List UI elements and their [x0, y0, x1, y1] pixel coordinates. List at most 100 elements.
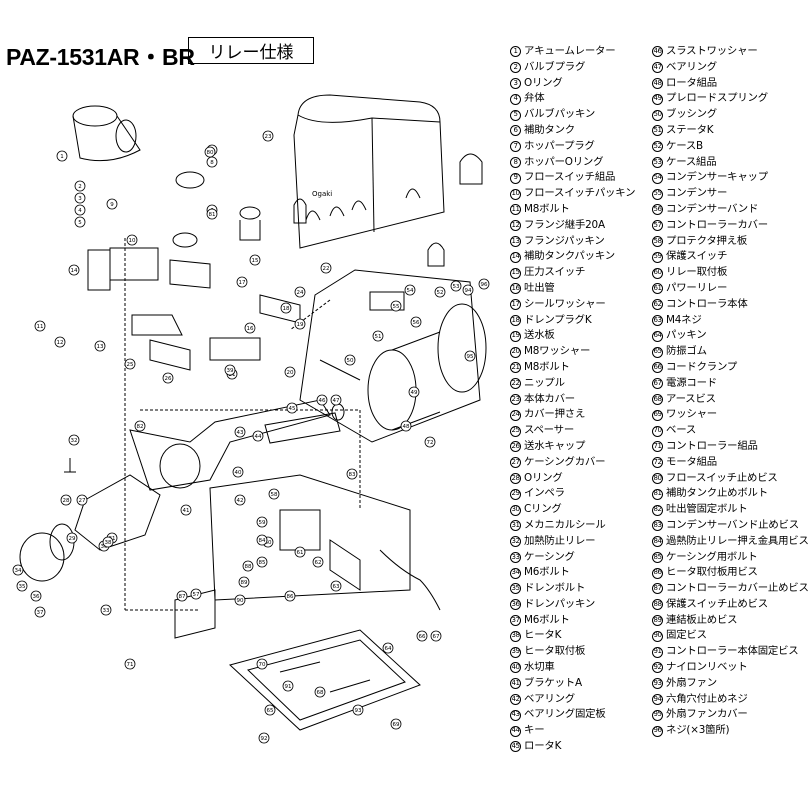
callout-marker: 53 [450, 280, 462, 292]
part-number-badge: 42 [510, 694, 521, 706]
part-name: ケーシング [524, 550, 575, 563]
part-number-badge: 19 [510, 330, 521, 342]
part-name: M8ボルト [524, 202, 570, 215]
callout-marker: 18 [280, 302, 292, 314]
callout-number: 44 [255, 434, 262, 440]
part-number-badge: 26 [510, 441, 521, 453]
part-name: メカニカルシール [524, 518, 606, 531]
part-number-badge: 7 [510, 141, 521, 153]
part-number-badge: 66 [652, 362, 663, 374]
part-name: 送水板 [524, 329, 555, 342]
callout-number: 8 [210, 160, 214, 166]
callout-number: 59 [259, 520, 266, 526]
part-name: ケーシングカバー [524, 455, 606, 468]
callout-marker: 96 [478, 278, 490, 290]
part-name: コントローラーカバー止めビス [666, 582, 808, 595]
callout-number: 53 [453, 284, 460, 290]
callout-marker: 62 [312, 556, 324, 568]
callout-number: 68 [317, 690, 324, 696]
callout-marker: 43 [234, 426, 246, 438]
part-name: M8ワッシャー [524, 345, 591, 358]
part-name: ホッパーOリング [524, 155, 604, 168]
callout-number: 92 [261, 736, 268, 742]
callout-number: 39 [227, 368, 234, 374]
part-name: モータ組品 [666, 455, 717, 468]
callout-number: 15 [252, 258, 259, 264]
callout-marker: 28 [60, 494, 72, 506]
part-number-badge: 85 [652, 551, 663, 563]
callout-marker: 17 [236, 276, 248, 288]
part-name: ニップル [524, 376, 565, 389]
callout-marker: 16 [244, 322, 256, 334]
part-number-badge: 90 [652, 630, 663, 642]
part-name: 吐出管 [524, 281, 555, 294]
callout-number: 29 [69, 536, 76, 542]
callout-number: 14 [71, 268, 78, 274]
callout-number: 3 [78, 196, 82, 202]
callout-number: 30 [101, 544, 108, 550]
callout-marker: 39 [224, 364, 236, 376]
part-name: カバー押さえ [524, 408, 586, 421]
callout-number: 57 [193, 592, 200, 598]
callout-marker: 9 [106, 198, 118, 210]
part-number-badge: 3 [510, 77, 521, 89]
callout-number: 11 [37, 324, 44, 330]
part-name: フランジパッキン [524, 234, 605, 247]
callout-number: 41 [183, 508, 190, 514]
callout-number: 33 [103, 608, 110, 614]
callout-marker: 46 [316, 394, 328, 406]
callout-number: 32 [71, 438, 78, 444]
callout-marker: 2 [74, 180, 86, 192]
callout-marker: 11 [34, 320, 46, 332]
callout-marker: 56 [410, 316, 422, 328]
part-number-badge: 87 [652, 583, 663, 595]
part-number-badge: 33 [510, 551, 521, 563]
part-name: 加熱防止リレー [524, 534, 596, 547]
callout-number: 4 [78, 208, 82, 214]
part-number-badge: 60 [652, 267, 663, 279]
part-name: コンデンサーバンド止めビス [666, 518, 799, 531]
part-callouts: 1234567891011121314151617181920212223242… [12, 130, 490, 744]
callout-number: 64 [385, 646, 392, 652]
part-name: コンデンサー [666, 187, 728, 200]
part-number-badge: 9 [510, 172, 521, 184]
callout-number: 89 [241, 580, 248, 586]
part-number-badge: 82 [652, 504, 663, 516]
part-number-badge: 80 [652, 472, 663, 484]
part-number-badge: 72 [652, 457, 663, 469]
part-number-badge: 4 [510, 93, 521, 105]
callout-marker: 54 [404, 284, 416, 296]
part-name: スラストワッシャー [666, 45, 758, 57]
part-number-badge: 51 [652, 125, 663, 137]
part-number-badge: 29 [510, 488, 521, 500]
callout-number: 82 [137, 424, 144, 430]
callout-number: 69 [393, 722, 400, 728]
part-name: フロースイッチ組品 [524, 171, 616, 184]
part-name: ドレンボルト [524, 582, 586, 595]
callout-marker: 38 [102, 536, 114, 548]
callout-number: 83 [349, 472, 356, 478]
